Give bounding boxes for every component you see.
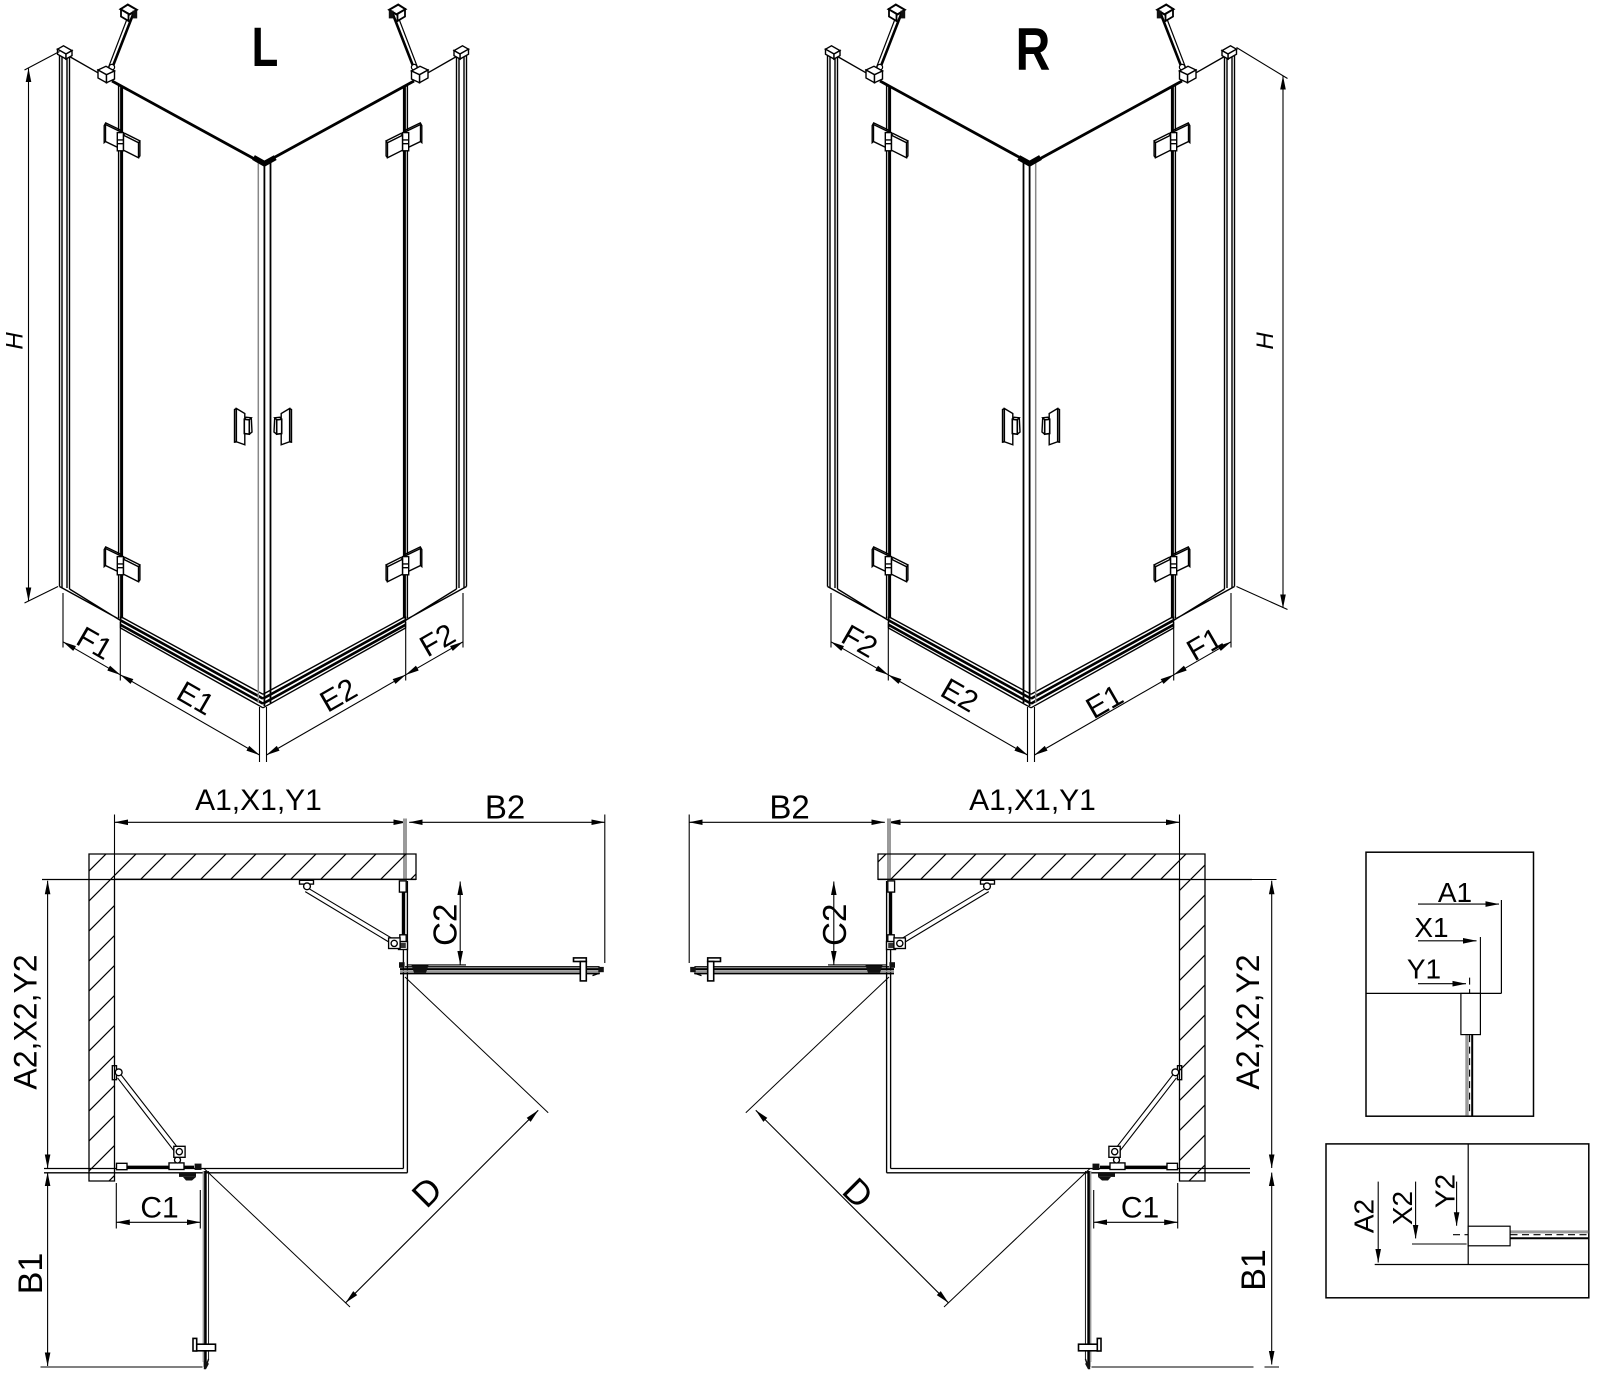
svg-text:B2: B2: [485, 789, 525, 826]
svg-text:D: D: [405, 1170, 450, 1215]
svg-text:C2: C2: [427, 904, 464, 946]
svg-text:A2: A2: [1349, 1199, 1380, 1233]
svg-text:A1: A1: [1438, 877, 1472, 908]
svg-text:H: H: [2, 332, 29, 350]
svg-text:F2: F2: [414, 618, 461, 664]
svg-text:X1: X1: [1414, 912, 1448, 943]
svg-text:X2: X2: [1387, 1191, 1418, 1225]
svg-text:E1: E1: [1081, 679, 1129, 726]
svg-text:R: R: [1016, 16, 1051, 83]
svg-text:A1,X1,Y1: A1,X1,Y1: [195, 784, 322, 817]
svg-text:F1: F1: [71, 621, 118, 667]
svg-text:D: D: [835, 1171, 880, 1216]
svg-text:B1: B1: [12, 1253, 50, 1295]
svg-text:E1: E1: [171, 675, 219, 722]
svg-text:L: L: [252, 16, 279, 78]
svg-text:E2: E2: [315, 672, 363, 719]
svg-text:F2: F2: [836, 619, 883, 665]
svg-text:Y1: Y1: [1407, 954, 1441, 985]
svg-text:A2,X2,Y2: A2,X2,Y2: [8, 954, 44, 1089]
svg-text:E2: E2: [935, 672, 983, 719]
svg-text:C1: C1: [1121, 1192, 1159, 1225]
svg-text:Y2: Y2: [1430, 1174, 1461, 1208]
svg-text:C1: C1: [140, 1192, 178, 1225]
svg-text:B1: B1: [1235, 1249, 1273, 1291]
svg-text:B2: B2: [769, 789, 809, 826]
svg-text:A2,X2,Y2: A2,X2,Y2: [1230, 954, 1266, 1089]
svg-text:F1: F1: [1181, 622, 1228, 668]
svg-text:C2: C2: [816, 904, 853, 946]
svg-text:A1,X1,Y1: A1,X1,Y1: [969, 784, 1096, 817]
svg-text:H: H: [1252, 332, 1279, 350]
